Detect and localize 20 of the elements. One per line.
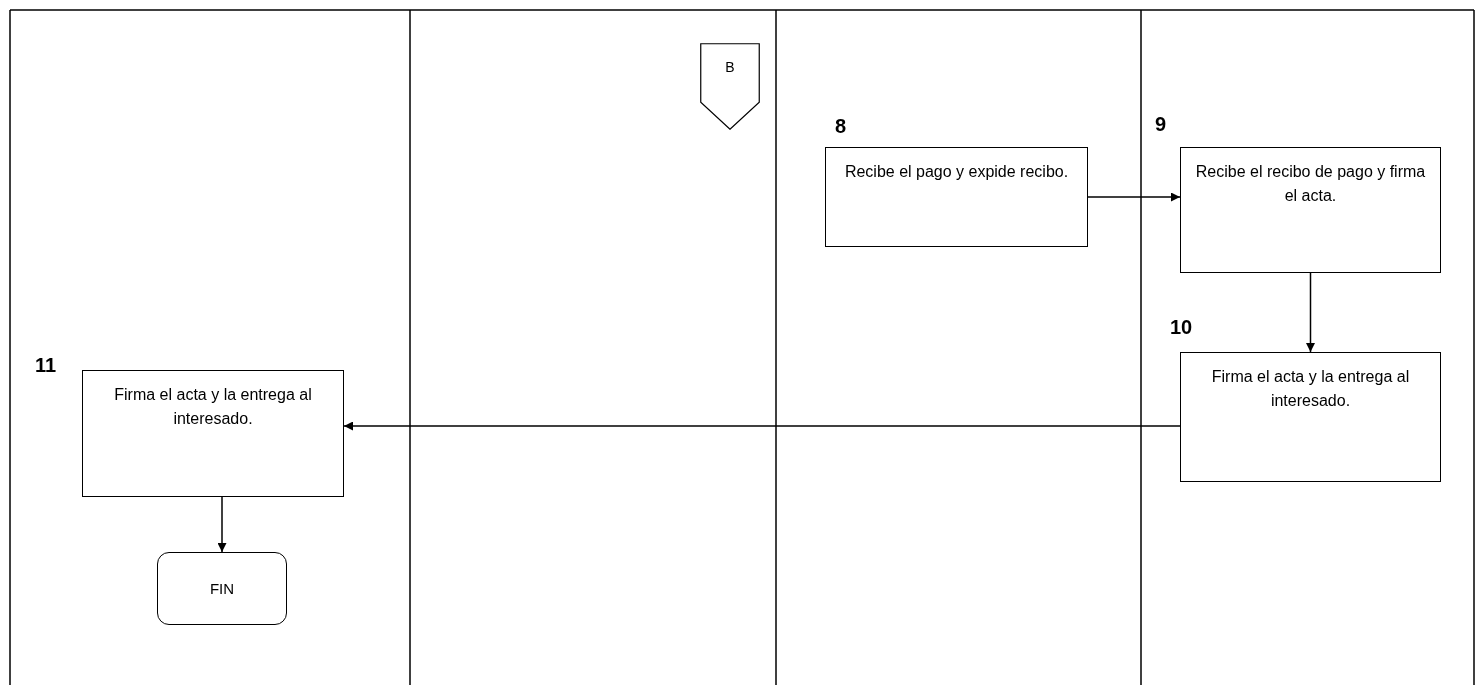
step-text: Recibe el pago y expide recibo. (844, 162, 1069, 182)
step-number: 9 (1155, 113, 1167, 136)
arrow (217, 496, 227, 553)
terminal-text: FIN (209, 578, 235, 599)
process-box (1180, 147, 1441, 273)
connector-letter: B (725, 58, 735, 77)
off-page-connector (700, 43, 760, 130)
step-number: 10 (1170, 316, 1193, 339)
step-text: Firma el acta y la entrega al interesado. (1210, 367, 1411, 411)
step-text: Firma el acta y la entrega al interesado. (113, 385, 313, 429)
arrow (1087, 192, 1181, 202)
process-box (1180, 352, 1441, 482)
process-box (82, 370, 344, 497)
arrow (1306, 272, 1315, 353)
arrow (343, 421, 1181, 431)
step-number: 11 (35, 354, 57, 377)
step-number: 8 (835, 115, 847, 138)
step-text: Recibe el recibo de pago y firma el acta. (1195, 162, 1426, 206)
terminal-box (157, 552, 287, 625)
process-box (825, 147, 1088, 247)
